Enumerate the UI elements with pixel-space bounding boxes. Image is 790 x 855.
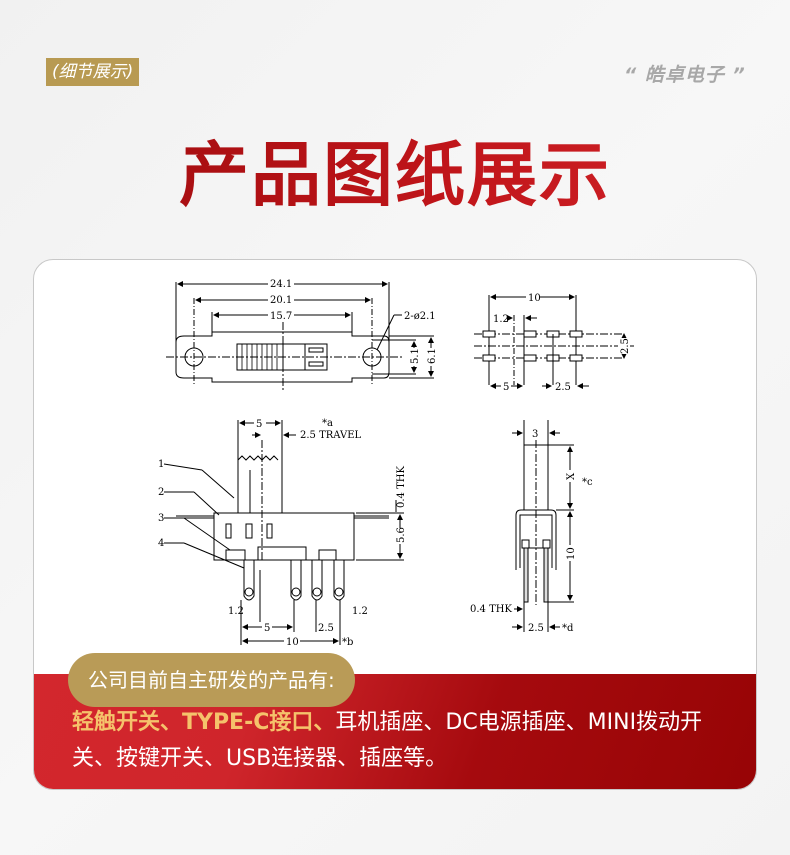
note-b: *b (342, 637, 353, 648)
dim-2-5-pitch: 2.5 (318, 623, 334, 634)
dim-15-7: 15.7 (270, 311, 292, 322)
dim-10-height: 10 (566, 547, 577, 560)
dim-2-5-pin: 2.5 (528, 623, 544, 634)
dim-1-2-left: 1.2 (228, 606, 244, 617)
product-list: 轻触开关、TYPE-C接口、耳机插座、DC电源插座、MINI拨动开关、按键开关、… (72, 705, 732, 777)
dim-5-1: 5.1 (410, 348, 421, 364)
callout-1: 1 (158, 459, 164, 470)
dim-3: 3 (532, 429, 538, 440)
pcb-layout-view: 10 1.2 2.5 5 2.5 (474, 291, 634, 393)
dim-1-2-right: 1.2 (352, 606, 368, 617)
dim-5-width: 5 (256, 419, 262, 430)
side-view: 3 X *c 10 0.4 THK (470, 420, 593, 634)
dim-1-2: 1.2 (493, 314, 509, 325)
dim-2-5-h: 2.5 (555, 382, 571, 393)
section-tag: (细节展示) (46, 58, 140, 86)
page-title: 产品图纸展示 (0, 130, 790, 220)
travel-note: 2.5 TRAVEL (300, 430, 362, 441)
brand-name: “ 皓卓电子 ” (624, 64, 746, 86)
pin-thk-note: 0.4 THK (470, 604, 512, 615)
dim-5-6: 5.6 (396, 527, 407, 543)
dim-10-span: 10 (286, 637, 299, 648)
thk-note: 0.4 THK (396, 466, 407, 508)
info-pill: 公司目前自主研发的产品有: (68, 653, 355, 707)
note-a: *a (322, 418, 333, 429)
technical-drawing: 24.1 20.1 15.7 (158, 277, 634, 648)
note-d: *d (562, 623, 574, 634)
dim-6-1: 6.1 (427, 348, 438, 364)
callout-2: 2 (158, 487, 164, 498)
front-view: 5 *a 2.5 TRAVEL (158, 417, 407, 648)
note-c: *c (582, 477, 593, 488)
dim-20-1: 20.1 (270, 295, 292, 306)
product-highlight: 轻触开关、TYPE-C接口、 (72, 710, 336, 735)
dim-10: 10 (528, 293, 541, 304)
drawing-card: 24.1 20.1 15.7 (33, 259, 757, 790)
dim-5-pitch: 5 (264, 623, 270, 634)
callout-3: 3 (158, 513, 164, 524)
dim-24-1: 24.1 (270, 279, 292, 290)
top-view: 24.1 20.1 15.7 (166, 277, 438, 390)
dim-x: X (566, 472, 577, 480)
callout-4: 4 (158, 538, 164, 549)
hole-note: 2-ø2.1 (404, 311, 436, 322)
dim-5: 5 (503, 382, 509, 393)
dim-2-5-v: 2.5 (620, 338, 631, 354)
product-rest: 耳机插座、DC电源插座、MINI拨动开关、按键开关、USB连接器、插座等。 (72, 710, 703, 771)
